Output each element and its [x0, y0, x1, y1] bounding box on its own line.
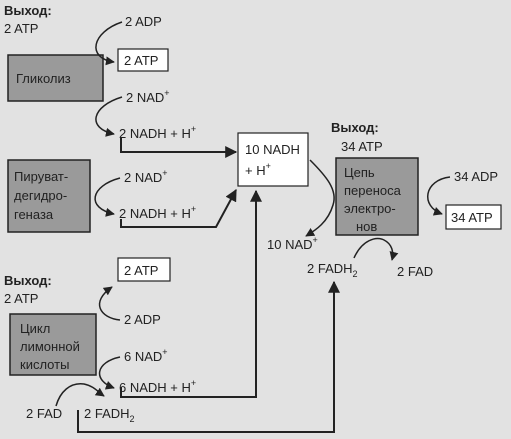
krebs-output-label: Выход:	[4, 273, 52, 288]
krebs-nadh-to-pool-arrow	[120, 189, 262, 398]
chain-atp-label: 34 ATP	[451, 210, 493, 225]
pyruvate-dh-name-3: геназа	[14, 207, 54, 222]
glycolysis-nad: 2 NAD+	[126, 88, 170, 105]
pyruvate-dh-name-2: дегидро-	[14, 188, 67, 203]
glycolysis-adp: 2 ADP	[125, 14, 162, 29]
krebs-nadh: 6 NADH + H+	[119, 378, 196, 395]
chain-nad-out: 10 NAD+	[267, 235, 318, 252]
pyruvate-dh-box	[7, 159, 91, 233]
chain-output-label: Выход:	[331, 120, 379, 135]
glycolysis-box	[7, 54, 104, 102]
glycolysis-output-value: 2 ATP	[4, 21, 38, 36]
krebs-adp-arrow	[98, 286, 121, 321]
chain-fad-arrow	[353, 237, 399, 261]
nadh-pool-line-1: 10 NADH	[245, 142, 300, 157]
chain-adp-arrow	[426, 176, 451, 216]
krebs-output-value: 2 ATP	[4, 291, 38, 306]
glycolysis-nad-arrow	[95, 96, 123, 137]
chain-output-value: 34 ATP	[341, 139, 383, 154]
krebs-atp-label: 2 ATP	[124, 263, 158, 278]
glycolysis-nadh-to-pool-arrow	[120, 138, 238, 158]
pyruvate-dh-nadh: 2 NADH + H+	[119, 204, 196, 221]
pyruvate-dh-nad: 2 NAD+	[124, 168, 168, 185]
chain-adp: 34 ADP	[454, 169, 498, 184]
chain-name-1: Цепь	[344, 165, 375, 180]
glycolysis-output-label: Выход:	[4, 3, 52, 18]
krebs-atp-box	[117, 257, 171, 282]
chain-name-3: электро-	[344, 201, 396, 216]
chain-atp-box	[445, 204, 502, 230]
krebs-name-2: лимонной	[20, 339, 80, 354]
glycolysis-atp-label: 2 ATP	[124, 53, 158, 68]
glycolysis-adp-arrow	[95, 21, 123, 66]
glycolysis-name: Гликолиз	[16, 71, 71, 86]
krebs-fadh2-to-chain-arrow	[77, 280, 340, 433]
chain-name-2: переноса	[344, 183, 402, 198]
glycolysis-atp-box	[117, 48, 169, 72]
krebs-nad-arrow	[98, 356, 121, 390]
chain-fad-out: 2 FAD	[397, 264, 433, 279]
chain-name-4: нов	[356, 219, 377, 234]
nadh-pool-line-2: + H+	[245, 161, 271, 178]
krebs-fadh2: 2 FADH2	[84, 406, 135, 424]
krebs-nad: 6 NAD+	[124, 347, 168, 364]
pyruvate-dh-nad-arrow	[94, 177, 121, 217]
nadh-pool-box	[237, 132, 309, 187]
krebs-fad-arrow	[55, 383, 105, 407]
chain-box	[335, 157, 419, 236]
pyruvate-nadh-to-pool-arrow	[120, 188, 237, 228]
krebs-name-1: Цикл	[20, 321, 50, 336]
krebs-box	[9, 313, 97, 376]
chain-fadh2: 2 FADH2	[307, 261, 358, 279]
krebs-name-3: кислоты	[20, 357, 69, 372]
krebs-fad: 2 FAD	[26, 406, 62, 421]
krebs-adp: 2 ADP	[124, 312, 161, 327]
pool-to-chain-arrow	[305, 159, 335, 237]
glycolysis-nadh: 2 NADH + H+	[119, 124, 196, 141]
pyruvate-dh-name-1: Пируват-	[14, 169, 68, 184]
